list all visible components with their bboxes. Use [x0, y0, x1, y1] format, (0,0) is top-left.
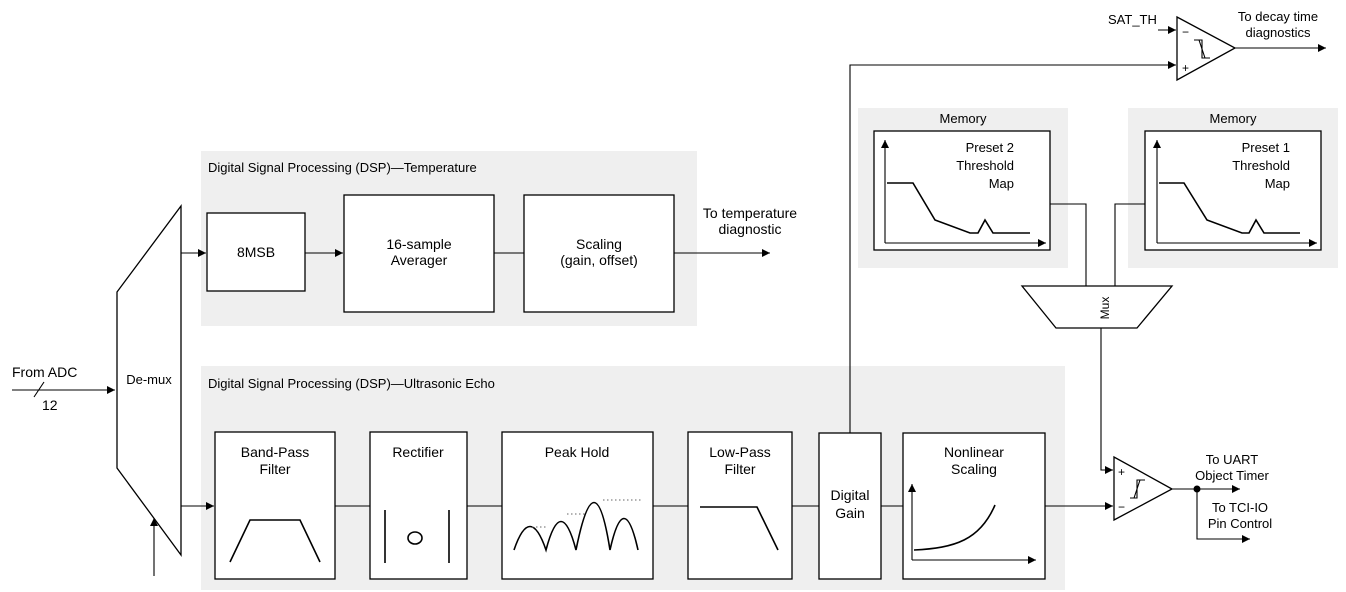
bus-width-label: 12	[42, 397, 58, 413]
demux: De-mux	[116, 204, 182, 576]
peak-hold-block: Peak Hold	[501, 431, 654, 580]
averager-block: 16-sample Averager	[343, 194, 495, 313]
preset1-label-2: Threshold	[1232, 158, 1290, 173]
uart-output-label-2: Object Timer	[1195, 468, 1269, 483]
msb-label: 8MSB	[237, 244, 275, 260]
lowpass-label-2: Filter	[724, 461, 755, 477]
preset2-label-1: Preset 2	[966, 140, 1014, 155]
memory-preset2-label: Memory	[940, 111, 987, 126]
mux-label: Mux	[1098, 297, 1112, 320]
comparator-minus: −	[1118, 500, 1125, 514]
rectifier-symbol-icon	[384, 510, 450, 563]
preset1-threshold-map: Preset 1 Threshold Map	[1144, 130, 1322, 251]
peak-hold-label: Peak Hold	[545, 444, 610, 460]
preset2-label-2: Threshold	[956, 158, 1014, 173]
temperature-output-label-2: diagnostic	[718, 221, 781, 237]
tci-output-label-2: Pin Control	[1208, 516, 1272, 531]
scaling-block: Scaling (gain, offset)	[523, 194, 675, 313]
demux-label: De-mux	[126, 372, 172, 387]
preset1-label-1: Preset 1	[1242, 140, 1290, 155]
adc-input-label: From ADC	[12, 364, 77, 380]
preset2-threshold-map: Preset 2 Threshold Map	[873, 130, 1051, 251]
bandpass-label-2: Filter	[259, 461, 290, 477]
memory-preset1-label: Memory	[1210, 111, 1257, 126]
lowpass-filter-block: Low-Pass Filter	[687, 431, 793, 580]
uart-output-label-1: To UART	[1206, 452, 1259, 467]
threshold-comparator: + −	[1113, 455, 1174, 522]
nonlinear-label-2: Scaling	[951, 461, 997, 477]
nonlinear-label-1: Nonlinear	[944, 444, 1004, 460]
digital-gain-block: Digital Gain	[818, 432, 882, 580]
adc-input: From ADC 12	[12, 364, 115, 413]
saturation-comparator: − +	[1176, 15, 1237, 82]
saturation-minus: −	[1182, 25, 1189, 39]
tci-output-label-1: To TCI-IO	[1212, 500, 1268, 515]
digital-gain-label-1: Digital	[831, 487, 870, 503]
scaling-label-1: Scaling	[576, 236, 622, 252]
lowpass-response-icon	[700, 506, 779, 551]
rectifier-block: Rectifier	[369, 431, 468, 580]
decay-output-label-1: To decay time	[1238, 9, 1318, 24]
bandpass-response-icon	[229, 519, 321, 563]
lowpass-label-1: Low-Pass	[709, 444, 770, 460]
bandpass-label-1: Band-Pass	[241, 444, 309, 460]
bandpass-filter-block: Band-Pass Filter	[214, 431, 336, 580]
mux: Mux	[1020, 285, 1174, 329]
peak-hold-waveform-icon	[513, 499, 642, 553]
averager-label-1: 16-sample	[386, 236, 452, 252]
comparator-plus: +	[1118, 465, 1125, 479]
rectifier-label: Rectifier	[392, 444, 444, 460]
saturation-plus: +	[1182, 61, 1189, 75]
msb-block: 8MSB	[206, 212, 306, 292]
preset1-label-3: Map	[1265, 176, 1290, 191]
scaling-label-2: (gain, offset)	[560, 252, 638, 268]
nonlinear-curve-icon	[908, 484, 1036, 564]
nonlinear-scaling-block: Nonlinear Scaling	[902, 432, 1046, 580]
decay-output-label-2: diagnostics	[1245, 25, 1311, 40]
averager-label-2: Averager	[391, 252, 448, 268]
dsp-temperature-title: Digital Signal Processing (DSP)—Temperat…	[208, 160, 477, 175]
digital-gain-label-2: Gain	[835, 505, 865, 521]
dsp-echo-title: Digital Signal Processing (DSP)—Ultrason…	[208, 376, 495, 391]
temperature-output-label-1: To temperature	[703, 205, 797, 221]
preset2-label-3: Map	[989, 176, 1014, 191]
sat-threshold-label: SAT_TH	[1108, 12, 1157, 27]
